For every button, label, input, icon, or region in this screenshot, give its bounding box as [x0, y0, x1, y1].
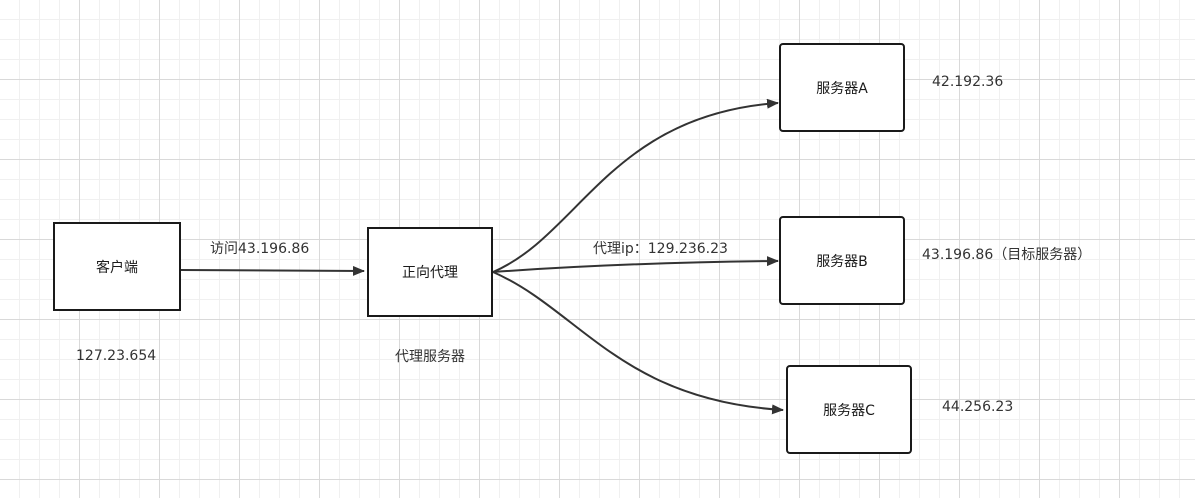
proxy-ip-edge-label: 代理ip：129.236.23: [593, 241, 728, 257]
proxy-node-label: 正向代理: [402, 265, 458, 281]
server-b-node[interactable]: 服务器B: [779, 216, 905, 305]
client-node[interactable]: 客户端: [53, 222, 181, 311]
edge-proxy-to-server-a: [492, 98, 779, 273]
server-b-ip-label: 43.196.86（目标服务器）: [922, 247, 1092, 263]
server-a-node[interactable]: 服务器A: [779, 43, 905, 132]
edge-client-to-proxy: [180, 265, 365, 276]
proxy-caption-label: 代理服务器: [395, 349, 465, 365]
edge-proxy-to-server-c: [492, 271, 784, 415]
server-c-node-label: 服务器C: [823, 402, 875, 419]
client-node-label: 客户端: [96, 259, 138, 276]
client-ip-label: 127.23.654: [76, 348, 157, 364]
server-c-node[interactable]: 服务器C: [786, 365, 912, 454]
edge-proxy-to-server-b: [492, 256, 779, 273]
server-a-node-label: 服务器A: [816, 80, 868, 97]
proxy-node[interactable]: 正向代理: [367, 227, 493, 317]
request-edge-label: 访问43.196.86: [210, 241, 310, 257]
server-c-ip-label: 44.256.23: [942, 399, 1014, 415]
server-b-node-label: 服务器B: [816, 253, 868, 270]
server-a-ip-label: 42.192.36: [932, 74, 1004, 90]
